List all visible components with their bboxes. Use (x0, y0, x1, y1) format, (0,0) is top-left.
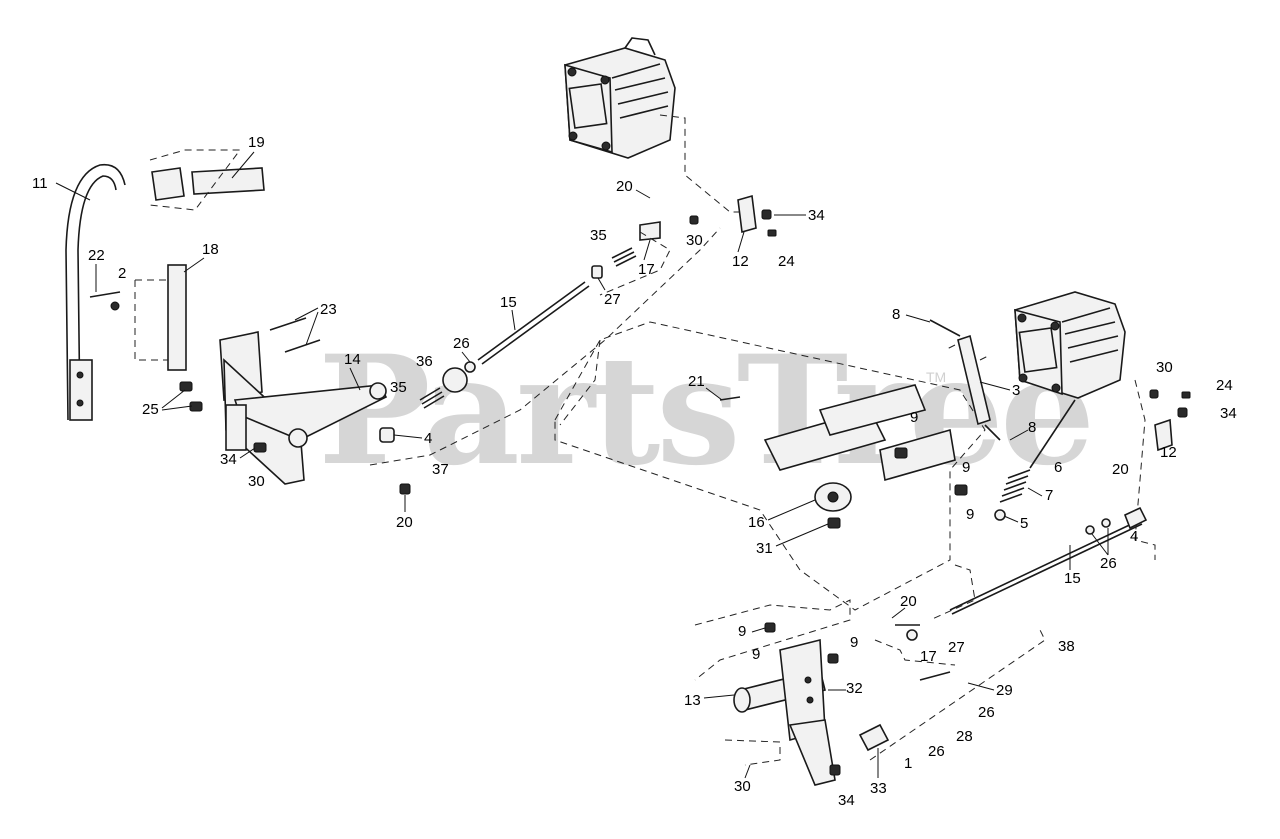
callout-34-low: 34 (838, 792, 855, 809)
callout-30-top: 30 (686, 232, 703, 249)
callout-12-right: 12 (1160, 444, 1177, 461)
callout-13: 13 (684, 692, 701, 709)
svg-text:TM: TM (926, 369, 946, 385)
callout-21: 21 (688, 373, 705, 390)
callout-8-top: 8 (892, 306, 900, 323)
callout-26-top: 26 (453, 335, 470, 352)
callout-1: 1 (904, 755, 912, 772)
right-linkage (1134, 379, 1191, 560)
callout-37: 37 (432, 461, 449, 478)
hydrostatic-pump-top (564, 37, 676, 159)
callout-34-right: 34 (1220, 405, 1237, 422)
callout-30-left: 30 (248, 473, 265, 490)
callout-26-right: 26 (1100, 555, 1117, 572)
callout-15-top: 15 (500, 294, 517, 311)
callout-6: 6 (1054, 459, 1062, 476)
callout-26-low-a: 26 (978, 704, 995, 721)
callout-34-top: 34 (808, 207, 825, 224)
callout-9-frame-a: 9 (910, 409, 918, 426)
callout-12-top: 12 (732, 253, 749, 270)
callout-23: 23 (320, 301, 337, 318)
callout-8-lower: 8 (1028, 419, 1036, 436)
callout-34-left: 34 (220, 451, 237, 468)
callout-26-low-b: 26 (928, 743, 945, 760)
callout-20-top: 20 (616, 178, 633, 195)
callout-4-right: 4 (1130, 528, 1138, 545)
callout-2: 2 (118, 265, 126, 282)
callout-20-right: 20 (1112, 461, 1129, 478)
dashed-links-upper (369, 114, 777, 466)
callout-33: 33 (870, 780, 887, 797)
callout-19: 19 (248, 134, 265, 151)
callout-22: 22 (88, 247, 105, 264)
callout-3: 3 (1012, 382, 1020, 399)
control-arm-plate (134, 264, 388, 485)
callout-17-top: 17 (638, 261, 655, 278)
callout-32: 32 (846, 680, 863, 697)
callout-30-low: 30 (734, 778, 751, 795)
callout-31: 31 (756, 540, 773, 557)
shock-absorber (929, 319, 1001, 441)
callout-9-low-b: 9 (752, 646, 760, 663)
callout-35-top: 35 (590, 227, 607, 244)
callout-36: 36 (416, 353, 433, 370)
callout-30-right: 30 (1156, 359, 1173, 376)
threaded-rod-upper (419, 221, 661, 409)
central-frame (554, 321, 986, 611)
callout-24-right: 24 (1216, 377, 1233, 394)
callout-20-left: 20 (396, 514, 413, 531)
callout-35-left: 35 (390, 379, 407, 396)
callout-5: 5 (1020, 515, 1028, 532)
callout-27-top: 27 (604, 291, 621, 308)
callout-16: 16 (748, 514, 765, 531)
hydrostatic-pump-right (1014, 291, 1126, 399)
callout-7: 7 (1045, 487, 1053, 504)
callout-9-low-c: 9 (850, 634, 858, 651)
callout-38: 38 (1058, 638, 1075, 655)
callout-14: 14 (344, 351, 361, 368)
callout-11: 11 (32, 175, 48, 192)
callout-4-left: 4 (424, 430, 432, 447)
steering-handle (65, 149, 265, 421)
callout-20-low: 20 (900, 593, 917, 610)
callout-9-frame-b: 9 (962, 459, 970, 476)
callout-28: 28 (956, 728, 973, 745)
callout-15-lower: 15 (1064, 570, 1081, 587)
callout-29: 29 (996, 682, 1013, 699)
callout-labels: 11 19 22 2 18 23 25 14 36 26 35 4 37 34 … (32, 134, 1237, 809)
lower-bellcrank (694, 564, 1046, 786)
callout-9-frame-c: 9 (966, 506, 974, 523)
threaded-rod-lower (874, 506, 1148, 666)
bolts-left (89, 291, 411, 495)
callout-27-low: 27 (948, 639, 965, 656)
callout-9-low-a: 9 (738, 623, 746, 640)
callout-24-top: 24 (778, 253, 795, 270)
spring-and-bolt (994, 399, 1076, 521)
callout-25: 25 (142, 401, 159, 418)
callout-18: 18 (202, 241, 219, 258)
callout-17-low: 17 (920, 648, 937, 665)
